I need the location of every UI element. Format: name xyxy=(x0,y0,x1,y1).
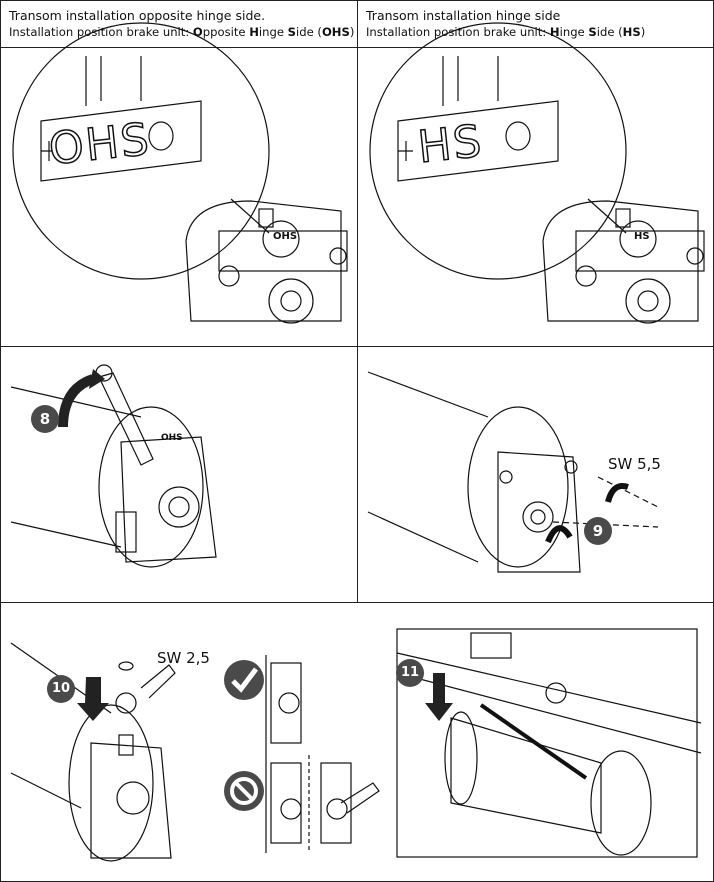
step-8-illustration xyxy=(10,364,217,568)
step-10-11-illustration xyxy=(10,628,702,862)
hs-title: Transom installation hinge side xyxy=(366,8,561,23)
cell-step-9: SW 5,5 9 xyxy=(357,346,714,603)
cell-step-8: 8 OHS xyxy=(0,346,358,603)
ohs-zoom-label: OHS xyxy=(46,113,154,176)
cell-ohs: Transom installation opposite hinge side… xyxy=(0,0,358,347)
step-10-tool-label: SW 2,5 xyxy=(157,649,210,667)
ohs-header: Transom installation opposite hinge side… xyxy=(9,7,354,41)
step-9-tool-label: SW 5,5 xyxy=(608,455,661,473)
step-11-badge: 11 xyxy=(396,659,424,687)
cell-hs: Transom installation hinge side Installa… xyxy=(357,0,714,347)
hs-illustration xyxy=(369,22,705,324)
ohs-subtitle: Installation position brake unit: Opposi… xyxy=(9,25,355,39)
step-9-badge: 9 xyxy=(584,517,612,545)
hs-zoom-label: HS xyxy=(415,115,486,174)
step-10-badge: 10 xyxy=(47,675,75,703)
hs-subtitle: Installation position brake unit: Hinge … xyxy=(366,25,646,39)
cell-step-10-11: 10 SW 2,5 11 xyxy=(0,602,714,882)
step-8-unit-label: OHS xyxy=(161,433,183,443)
step-8-badge: 8 xyxy=(31,405,59,433)
ohs-illustration xyxy=(12,22,348,324)
prohibited-icon xyxy=(224,771,264,811)
step-9-illustration xyxy=(367,371,659,573)
ohs-unit-label: OHS xyxy=(273,231,298,242)
hs-header: Transom installation hinge side Installa… xyxy=(366,7,645,41)
hs-unit-label: HS xyxy=(634,231,650,242)
ohs-title: Transom installation opposite hinge side… xyxy=(9,8,266,23)
check-icon xyxy=(224,660,264,700)
